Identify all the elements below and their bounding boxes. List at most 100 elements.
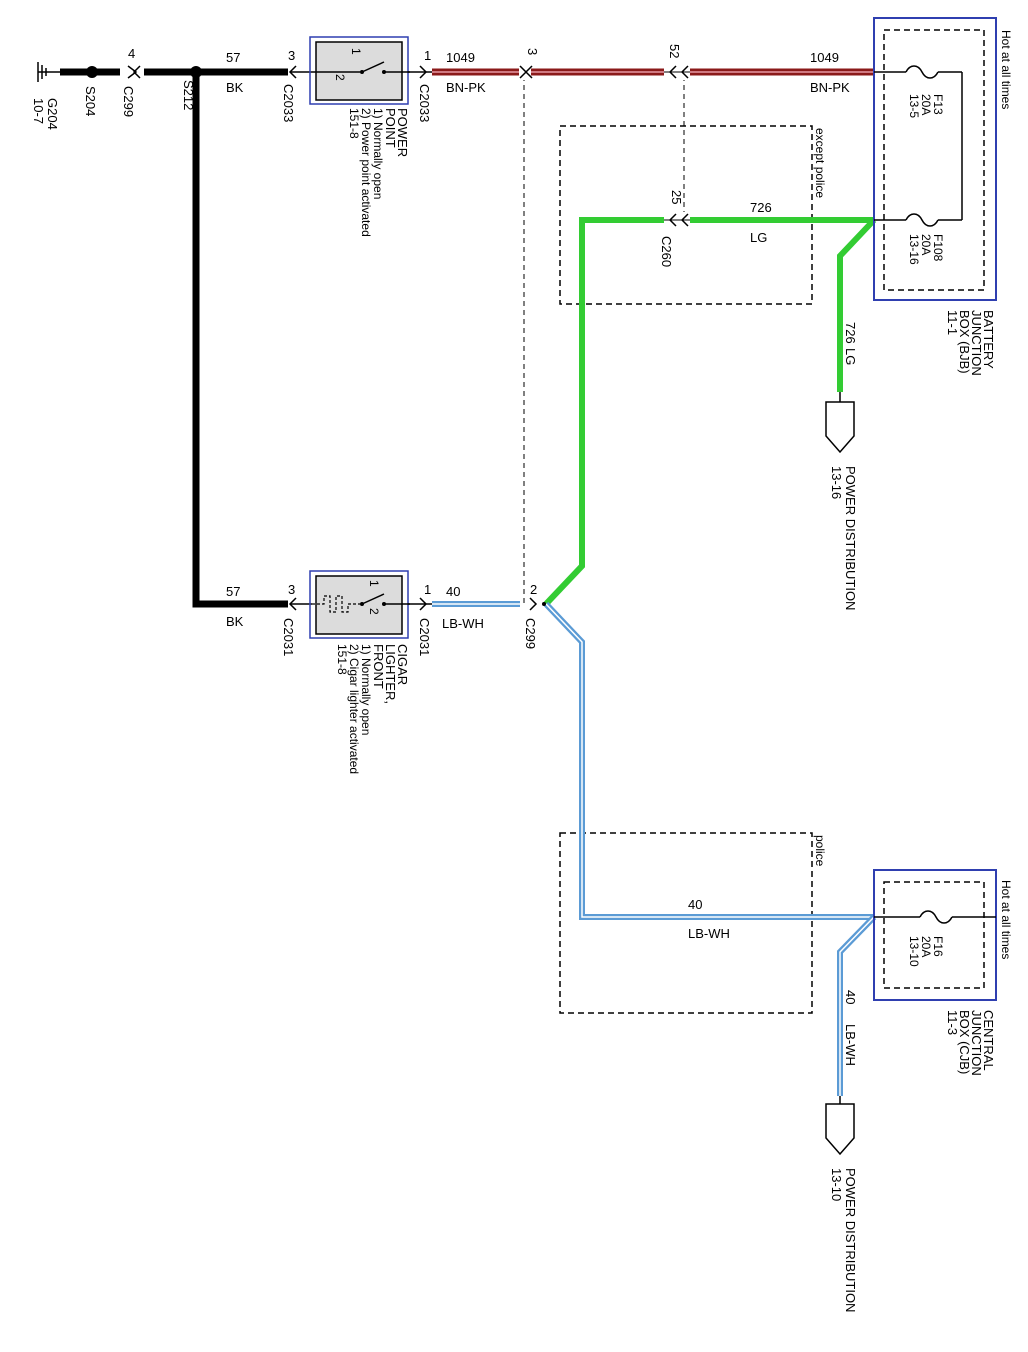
fuse-f108-labels: F108 20A 13-16 [907, 234, 945, 265]
fuse-f108-line-1: 20A [919, 234, 933, 255]
bjb-description: BATTERY JUNCTION BOX (BJB) 11-1 [945, 310, 996, 376]
ground-symbol [37, 62, 60, 82]
c2031-in-connector [288, 597, 312, 611]
power-point-line-2: 1) Normally open [371, 108, 385, 199]
cigar-lighter-line-3: 1) Normally open [359, 644, 373, 735]
cigar-lighter-line-5: 151-8 [335, 644, 349, 675]
fuse-f108-line-0: F108 [931, 234, 945, 262]
bk-bottom-circuit: 57 [226, 584, 240, 599]
cigar-lighter-line-4: 2) Cigar lighter activated [347, 644, 361, 774]
splice-s204-dot [86, 66, 98, 78]
except-police-label: except police [813, 128, 827, 198]
lg-vertical-circuit: 726 [843, 322, 858, 344]
fuse-f13-labels: F13 20A 13-5 [907, 94, 945, 118]
c299-top-name: C299 [121, 86, 136, 117]
pd-top-line-0: POWER DISTRIBUTION [843, 466, 858, 610]
bjb-hot-label: Hot at all times [999, 30, 1013, 109]
c299-top-pin: 4 [128, 46, 135, 61]
cigar-lighter-line-1: LIGHTER, [383, 644, 398, 704]
power-point-description: POWER POINT 1) Normally open 2) Power po… [347, 108, 410, 237]
cigar-lighter-pin2: 2 [367, 608, 381, 615]
fuse-f13-line-0: F13 [931, 94, 945, 115]
c260-connector [664, 212, 690, 228]
bk-top-color: BK [226, 80, 244, 95]
cjb-line-3: 11-3 [945, 1010, 960, 1035]
fuse-f16-line-0: F16 [931, 936, 945, 957]
cjb-line-2: BOX (CJB) [957, 1010, 972, 1074]
c2033-in-pin: 3 [288, 48, 295, 63]
inline-52-pin: 52 [667, 44, 682, 58]
bjb-line-0: BATTERY [981, 310, 996, 369]
pd-top-line-1: 13-16 [829, 466, 844, 499]
lg-horizontal-color: LG [750, 230, 767, 245]
c2031-out-connector [408, 597, 432, 611]
c2033-in-connector [288, 65, 312, 79]
inline-3-pin: 3 [525, 48, 540, 55]
c2033-out-name: C2033 [417, 84, 432, 122]
fuse-f16-labels: F16 20A 13-10 [907, 936, 945, 967]
lg-horizontal-circuit: 726 [750, 200, 772, 215]
bjb-line-2: BOX (BJB) [957, 310, 972, 374]
fuse-f108-line-2: 13-16 [907, 234, 921, 265]
c299-mid-name: C299 [523, 618, 538, 649]
lbwh-police-circuit: 40 [688, 897, 702, 912]
pd-bottom-line-0: POWER DISTRIBUTION [843, 1168, 858, 1312]
bjb-line-3: 11-1 [945, 310, 960, 335]
lb-wh-wire [432, 601, 877, 1096]
lbwh-left-circuit: 40 [446, 584, 460, 599]
power-point-pin2: 2 [333, 74, 347, 81]
power-point-pin1: 1 [349, 48, 363, 55]
except-police-region: except police [559, 125, 827, 305]
ground-ref: 10-7 [31, 98, 46, 124]
fuse-f13-line-1: 20A [919, 94, 933, 115]
power-point-line-3: 2) Power point activated [359, 108, 373, 237]
cjb-line-0: CENTRAL [981, 1010, 996, 1071]
ground-label: G204 [45, 98, 60, 130]
bjb-box [873, 17, 997, 301]
bnpk-right-color: BN-PK [810, 80, 850, 95]
pd-bottom-line-1: 13-10 [829, 1168, 844, 1201]
c260-name: C260 [659, 236, 674, 267]
power-point-line-0: POWER [395, 108, 410, 157]
lbwh-vertical-color: LB-WH [843, 1024, 858, 1066]
fuse-f16-line-1: 20A [919, 936, 933, 957]
c2031-in-name: C2031 [281, 618, 296, 656]
splice-s204-label: S204 [83, 86, 98, 116]
power-point-line-1: POINT [383, 108, 398, 148]
power-point-box [309, 36, 410, 105]
bk-top-circuit: 57 [226, 50, 240, 65]
cjb-description: CENTRAL JUNCTION BOX (CJB) 11-3 [945, 1010, 996, 1076]
c2033-out-pin: 1 [424, 48, 431, 63]
fuse-f16-line-2: 13-10 [907, 936, 921, 967]
lbwh-vertical-circuit: 40 [843, 990, 858, 1004]
bnpk-left-circuit: 1049 [446, 50, 475, 65]
bnpk-left-color: BN-PK [446, 80, 486, 95]
c299-top-connector [120, 65, 144, 79]
c299-mid-pin: 2 [530, 582, 537, 597]
fuse-f13-line-2: 13-5 [907, 94, 921, 118]
police-region: police [559, 832, 827, 1014]
bjb-line-1: JUNCTION [969, 310, 984, 376]
c2031-in-pin: 3 [288, 582, 295, 597]
lbwh-left-color: LB-WH [442, 616, 484, 631]
pd-bottom-arrow [825, 1096, 855, 1156]
power-point-line-4: 151-8 [347, 108, 361, 139]
police-label: police [813, 835, 827, 867]
cigar-lighter-line-0: CIGAR [395, 644, 410, 685]
c2031-out-pin: 1 [424, 582, 431, 597]
inline-connector-52 [664, 64, 690, 80]
lbwh-police-color: LB-WH [688, 926, 730, 941]
bk-bottom-color: BK [226, 614, 244, 629]
cigar-lighter-pin1: 1 [367, 580, 381, 587]
bk-wire [60, 68, 288, 608]
bnpk-right-circuit: 1049 [810, 50, 839, 65]
c2033-out-connector [408, 65, 432, 79]
cjb-box [873, 869, 997, 1001]
c260-pin: 25 [669, 190, 684, 204]
cjb-line-1: JUNCTION [969, 1010, 984, 1076]
c299-mid-connector [529, 597, 546, 611]
cigar-lighter-box [309, 570, 410, 639]
c2031-out-name: C2031 [417, 618, 432, 656]
inline-connector-3 [519, 64, 533, 80]
